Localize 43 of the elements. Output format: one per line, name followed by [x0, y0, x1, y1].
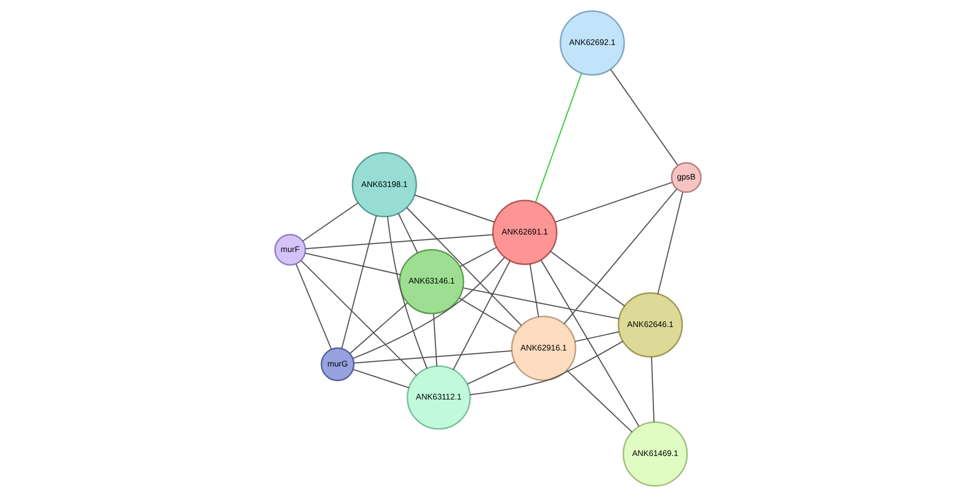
connector: [353, 350, 512, 364]
connector: [528, 264, 539, 318]
connector: [534, 72, 582, 202]
connector: [406, 207, 522, 326]
node-circle: ANK63198.1: [351, 152, 417, 218]
connector: [462, 287, 619, 320]
connector: [554, 182, 672, 223]
node-circle: ANK63146.1: [398, 249, 464, 314]
node-circle: ANK63112.1: [406, 365, 470, 430]
connector: [397, 213, 418, 254]
connector: [432, 314, 437, 366]
node-circle: ANK62646.1: [617, 292, 682, 358]
connector: [540, 260, 639, 427]
node-circle: ANK61469.1: [622, 421, 688, 487]
node-circle: murF: [274, 234, 306, 266]
connector: [304, 252, 400, 276]
connector: [348, 302, 408, 354]
connector: [656, 192, 683, 294]
connector: [550, 250, 624, 306]
node-circle: gpsB: [670, 162, 702, 193]
connector: [650, 356, 654, 422]
connector: [302, 202, 358, 242]
connector: [566, 370, 632, 433]
connector: [300, 260, 416, 376]
connector: [469, 340, 623, 396]
node-circle: ANK62691.1: [492, 200, 557, 266]
node-circle: murG: [320, 347, 354, 382]
connector: [295, 264, 332, 350]
connector: [352, 256, 504, 360]
connector: [452, 260, 510, 370]
connector: [340, 215, 376, 349]
connector: [466, 361, 514, 385]
connector: [458, 246, 496, 268]
connector: [414, 194, 494, 223]
connector: [305, 234, 493, 250]
connector: [352, 368, 409, 388]
connector: [386, 216, 428, 369]
connector: [574, 331, 619, 342]
connector: [563, 188, 677, 324]
connector: [458, 298, 516, 333]
node-circle: ANK62916.1: [510, 316, 576, 381]
connector: [610, 68, 678, 166]
node-circle: ANK62692.1: [559, 10, 624, 76]
